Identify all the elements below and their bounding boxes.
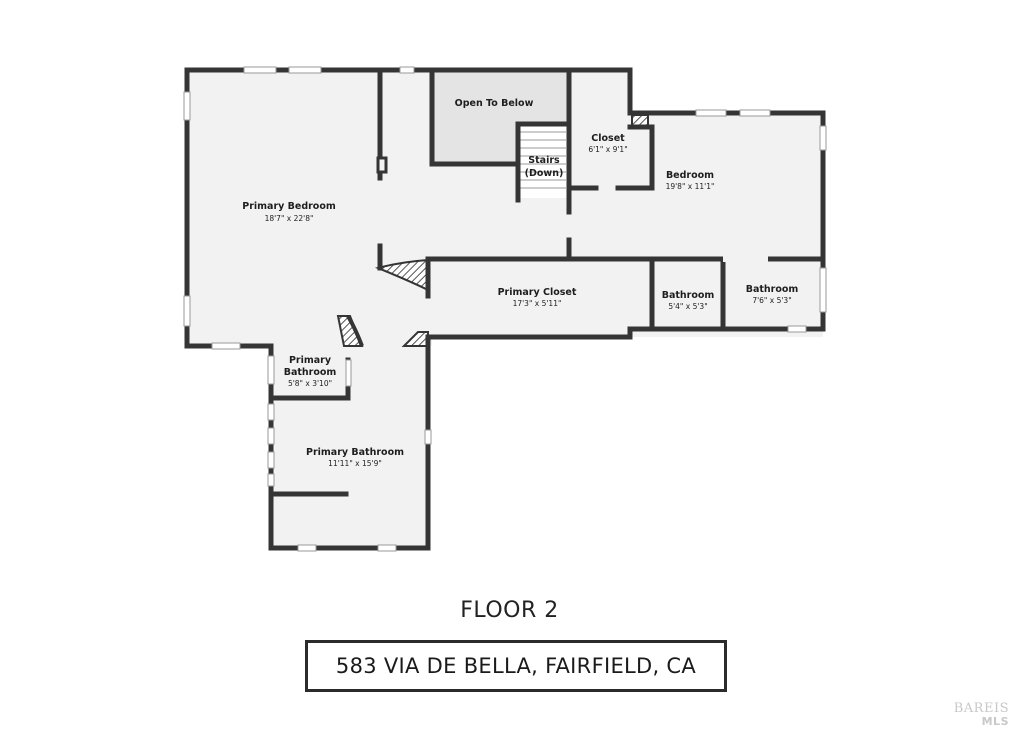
primary-bathroom-name: Primary Bathroom: [306, 447, 404, 458]
address-box: 583 VIA DE BELLA, FAIRFIELD, CA: [305, 640, 727, 692]
bathroom-small-dims: 5'4" x 5'3": [668, 302, 707, 311]
primary-bathroom-wc-dims: 5'8" x 3'10": [288, 379, 332, 388]
room-labels: Primary Bedroom 18'7" x 22'8" Open To Be…: [242, 98, 798, 468]
watermark-line1: BAREIS: [953, 701, 1009, 716]
windows: [183, 66, 827, 552]
address-text: 583 VIA DE BELLA, FAIRFIELD, CA: [335, 654, 697, 678]
floor-fills: [187, 70, 823, 548]
closet-name: Closet: [591, 133, 625, 144]
stairs-area: [517, 124, 569, 198]
walls: [184, 67, 826, 551]
primary-bathroom-dims: 11'11" x 15'9": [328, 459, 382, 468]
primary-bedroom-dims: 18'7" x 22'8": [265, 214, 314, 223]
bathroom-name: Bathroom: [746, 284, 799, 295]
floor-label: FLOOR 2: [460, 598, 559, 623]
stairs-name-line2: (Down): [525, 168, 564, 179]
primary-closet-dims: 17'3" x 5'11": [513, 299, 562, 308]
bathroom-dims: 7'6" x 5'3": [752, 296, 791, 305]
watermark-line2: MLS: [981, 715, 1009, 728]
open-to-below-name: Open To Below: [455, 98, 534, 109]
door-arc: [346, 315, 364, 347]
primary-bathroom-wc-name-line1: Primary: [289, 355, 332, 366]
bedroom-name: Bedroom: [666, 170, 714, 181]
stair-treads: [520, 131, 566, 189]
primary-bathroom-wc-name-line2: Bathroom: [284, 367, 337, 378]
primary-bedroom-name: Primary Bedroom: [242, 201, 336, 212]
bedroom-dims: 19'8" x 11'1": [666, 182, 715, 191]
primary-closet-name: Primary Closet: [498, 287, 577, 298]
bathroom-small-name: Bathroom: [662, 290, 715, 301]
stairs-name-line1: Stairs: [528, 155, 560, 166]
mls-watermark-logo: BAREIS MLS: [954, 702, 1009, 728]
closet-dims: 6'1" x 9'1": [588, 145, 627, 154]
